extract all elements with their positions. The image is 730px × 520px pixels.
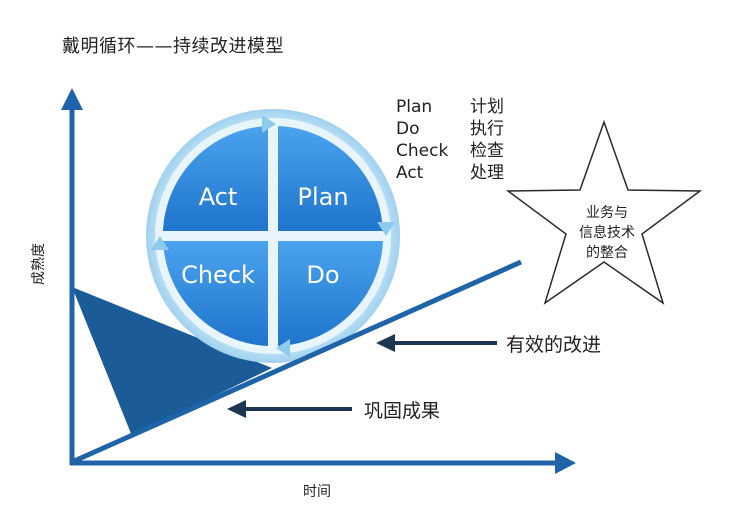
star-line: 业务与: [586, 205, 628, 221]
legend-en: Plan: [396, 97, 433, 117]
y-axis-label: 成熟度: [31, 243, 47, 285]
consolidation-wedge: [72, 287, 272, 436]
legend-row-plan: Plan 计划: [396, 96, 504, 118]
do-label: Do: [306, 261, 339, 289]
effective-improvement-label: 有效的改进: [506, 334, 602, 356]
diagram-title: 戴明循环——持续改进模型: [62, 36, 284, 57]
x-axis-arrowhead-icon: [555, 452, 576, 474]
arrow-left-up-icon: [151, 236, 169, 250]
star-line: 的整合: [586, 245, 628, 261]
legend-row-act: Act 处理: [396, 162, 504, 184]
legend-zh: 检查: [470, 141, 504, 161]
legend-zh: 处理: [470, 163, 504, 183]
cycle-arrows: [151, 115, 395, 357]
act-quadrant: [163, 126, 268, 231]
legend-row-check: Check 检查: [396, 140, 504, 162]
x-axis-label: 时间: [303, 484, 331, 500]
legend-row-do: Do 执行: [396, 118, 504, 140]
left-arrowhead-icon: [376, 334, 395, 352]
plan-label: Plan: [297, 183, 348, 211]
star-line: 信息技术: [579, 225, 635, 241]
improvement-slope-line: [70, 259, 523, 465]
star-shape: [505, 119, 703, 305]
arrow-bottom-left-icon: [276, 339, 290, 357]
legend-zh: 执行: [470, 119, 504, 139]
y-axis-arrowhead-icon: [61, 88, 83, 110]
consolidate-results-arrow: [227, 400, 352, 418]
act-label: Act: [199, 183, 238, 211]
check-quadrant: [163, 241, 268, 346]
arrow-right-down-icon: [377, 222, 395, 236]
legend-en: Do: [396, 119, 420, 139]
pdca-quadrants: [163, 126, 383, 346]
plan-quadrant: [278, 126, 383, 231]
consolidate-results-label: 巩固成果: [364, 400, 441, 422]
legend-en: Check: [396, 141, 449, 161]
star-text: 业务与 信息技术 的整合: [557, 203, 657, 263]
check-label: Check: [181, 261, 255, 289]
left-arrowhead-icon: [227, 400, 246, 418]
arrow-top-right-icon: [262, 115, 276, 133]
pdca-legend: Plan 计划 Do 执行 Check 检查 Act 处理: [396, 96, 504, 184]
legend-en: Act: [396, 163, 424, 183]
do-quadrant: [278, 241, 383, 346]
effective-improvement-arrow: [376, 334, 497, 352]
legend-zh: 计划: [470, 97, 504, 117]
